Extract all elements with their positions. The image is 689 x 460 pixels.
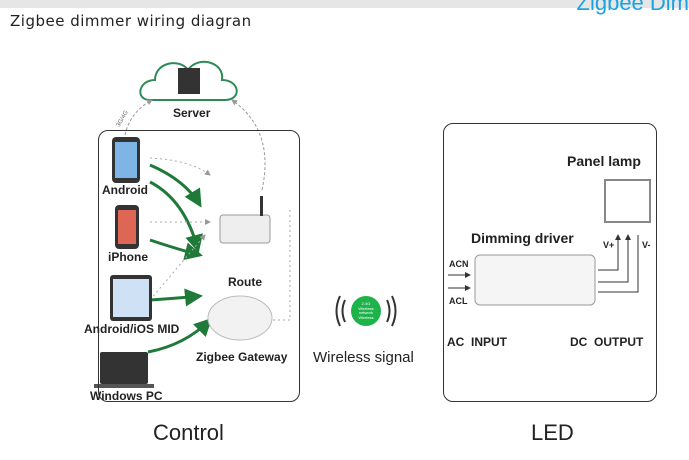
- gateway-icon: [207, 295, 273, 341]
- vplus-label: V+: [603, 240, 615, 250]
- device-iphone: iPhone: [108, 250, 149, 264]
- badge-line: Wireless: [358, 314, 374, 320]
- device-android: Android: [102, 183, 148, 197]
- badge-line: 2.4G: [361, 301, 371, 306]
- driver-icon: [474, 254, 596, 306]
- acl-label: ACL: [449, 296, 468, 306]
- led-title: LED: [531, 420, 574, 445]
- led-box: [443, 123, 657, 402]
- router-icon: [219, 214, 271, 244]
- control-box: [98, 130, 300, 402]
- route-label: Route: [228, 275, 262, 289]
- device-mid: Android/iOS MID: [84, 322, 180, 336]
- badge-line: network: [358, 310, 373, 315]
- server-label: Server: [173, 106, 211, 120]
- panel-lamp-label: Panel lamp: [567, 153, 641, 169]
- top-bar: [0, 0, 689, 8]
- panel-lamp-icon: [604, 179, 651, 223]
- wireless-label: Wireless signal: [313, 349, 414, 366]
- badge-line: Wireless: [358, 305, 374, 311]
- gateway-label: Zigbee Gateway: [196, 350, 288, 364]
- ac-input-label: AC INPUT: [447, 335, 507, 349]
- device-windows-pc: Windows PC: [90, 389, 163, 403]
- server-icon: [178, 68, 200, 94]
- diagram-heading: Zigbee dimmer wiring diagran: [10, 12, 252, 30]
- dc-output-label: DC OUTPUT: [570, 335, 644, 349]
- acn-label: ACN: [449, 259, 469, 269]
- control-title: Control: [153, 420, 224, 445]
- laptop-icon: [100, 352, 148, 384]
- wireless-badge-text: 2.4G Wireless network Wireless: [352, 301, 380, 320]
- driver-label: Dimming driver: [471, 230, 574, 246]
- wireless-badge: [351, 296, 381, 326]
- vminus-label: V-: [642, 240, 651, 250]
- page-title-cut: Zigbee Dim: [576, 0, 689, 15]
- wireless-waves-icon: [335, 295, 397, 327]
